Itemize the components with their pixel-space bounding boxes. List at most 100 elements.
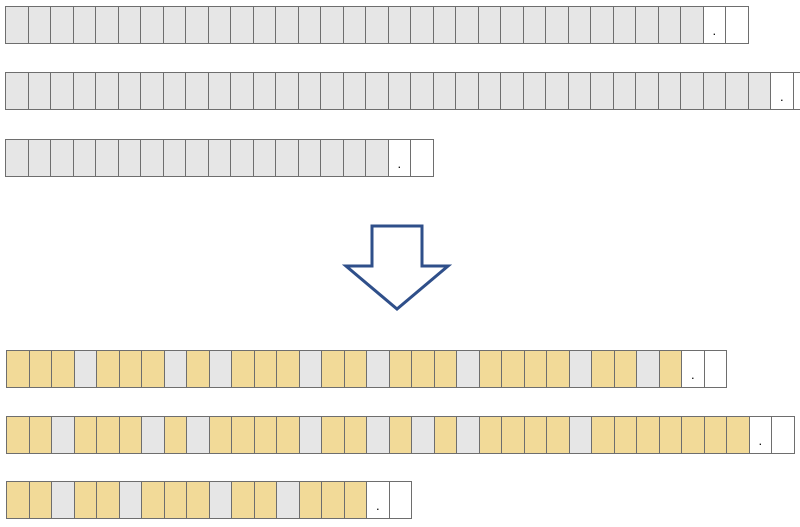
plain-cell <box>141 139 164 177</box>
plain-cell <box>637 350 660 388</box>
highlighted-cell <box>479 350 502 388</box>
plain-cell <box>28 6 51 44</box>
highlighted-cell <box>389 416 412 454</box>
row-after-3: . <box>6 481 412 519</box>
highlighted-cell <box>7 416 30 454</box>
plain-cell <box>298 139 321 177</box>
plain-cell <box>569 350 592 388</box>
plain-cell <box>478 72 501 110</box>
highlighted-cell <box>254 350 277 388</box>
plain-cell <box>96 139 119 177</box>
highlighted-cell <box>412 350 435 388</box>
plain-cell <box>6 6 29 44</box>
plain-cell <box>321 6 344 44</box>
plain-cell <box>546 6 569 44</box>
highlighted-cell <box>592 416 615 454</box>
plain-cell <box>52 481 75 519</box>
highlighted-cell <box>524 350 547 388</box>
plain-cell <box>367 416 390 454</box>
period-cell: . <box>771 72 794 110</box>
plain-cell <box>457 416 480 454</box>
period-cell: . <box>367 481 390 519</box>
plain-cell <box>613 6 636 44</box>
plain-cell <box>73 72 96 110</box>
plain-cell <box>568 72 591 110</box>
highlighted-cell <box>682 416 705 454</box>
plain-cell <box>186 139 209 177</box>
plain-cell <box>208 6 231 44</box>
highlighted-cell <box>704 416 727 454</box>
highlighted-cell <box>7 481 30 519</box>
highlighted-cell <box>164 416 187 454</box>
plain-cell <box>186 6 209 44</box>
plain-cell <box>658 72 681 110</box>
row-after-1: . <box>6 350 727 388</box>
plain-cell <box>73 6 96 44</box>
highlighted-cell <box>502 350 525 388</box>
highlighted-cell <box>637 416 660 454</box>
plain-cell <box>96 6 119 44</box>
highlighted-cell <box>74 481 97 519</box>
end-cell <box>704 350 727 388</box>
plain-cell <box>366 72 389 110</box>
plain-cell <box>433 6 456 44</box>
plain-cell <box>118 72 141 110</box>
highlighted-cell <box>254 416 277 454</box>
plain-cell <box>343 72 366 110</box>
plain-cell <box>501 6 524 44</box>
highlighted-cell <box>164 481 187 519</box>
plain-cell <box>141 72 164 110</box>
plain-cell <box>277 481 300 519</box>
plain-cell <box>298 6 321 44</box>
plain-cell <box>96 72 119 110</box>
plain-cell <box>276 72 299 110</box>
plain-cell <box>276 6 299 44</box>
highlighted-cell <box>344 350 367 388</box>
highlighted-cell <box>524 416 547 454</box>
highlighted-cell <box>344 481 367 519</box>
plain-cell <box>636 6 659 44</box>
plain-cell <box>726 72 749 110</box>
period-cell: . <box>682 350 705 388</box>
plain-cell <box>253 72 276 110</box>
end-cell <box>411 139 434 177</box>
plain-cell <box>366 6 389 44</box>
plain-cell <box>523 6 546 44</box>
period-cell: . <box>703 6 726 44</box>
highlighted-cell <box>277 350 300 388</box>
plain-cell <box>51 139 74 177</box>
highlighted-cell <box>29 350 52 388</box>
highlighted-cell <box>74 416 97 454</box>
highlighted-cell <box>434 350 457 388</box>
highlighted-cell <box>119 416 142 454</box>
end-cell <box>772 416 795 454</box>
highlighted-cell <box>187 350 210 388</box>
plain-cell <box>343 6 366 44</box>
highlighted-cell <box>547 350 570 388</box>
highlighted-cell <box>322 481 345 519</box>
highlighted-cell <box>277 416 300 454</box>
plain-cell <box>164 350 187 388</box>
plain-cell <box>366 139 389 177</box>
highlighted-cell <box>659 416 682 454</box>
plain-cell <box>433 72 456 110</box>
period-mark: . <box>397 156 402 171</box>
plain-cell <box>568 6 591 44</box>
plain-cell <box>367 350 390 388</box>
period-mark: . <box>712 23 717 38</box>
highlighted-cell <box>434 416 457 454</box>
plain-cell <box>119 481 142 519</box>
highlighted-cell <box>592 350 615 388</box>
plain-cell <box>478 6 501 44</box>
plain-cell <box>411 72 434 110</box>
period-mark: . <box>758 433 763 448</box>
highlighted-cell <box>322 350 345 388</box>
plain-cell <box>412 416 435 454</box>
plain-cell <box>343 139 366 177</box>
highlighted-cell <box>209 416 232 454</box>
highlighted-cell <box>389 350 412 388</box>
plain-cell <box>411 6 434 44</box>
plain-cell <box>456 72 479 110</box>
plain-cell <box>681 6 704 44</box>
highlighted-cell <box>614 416 637 454</box>
